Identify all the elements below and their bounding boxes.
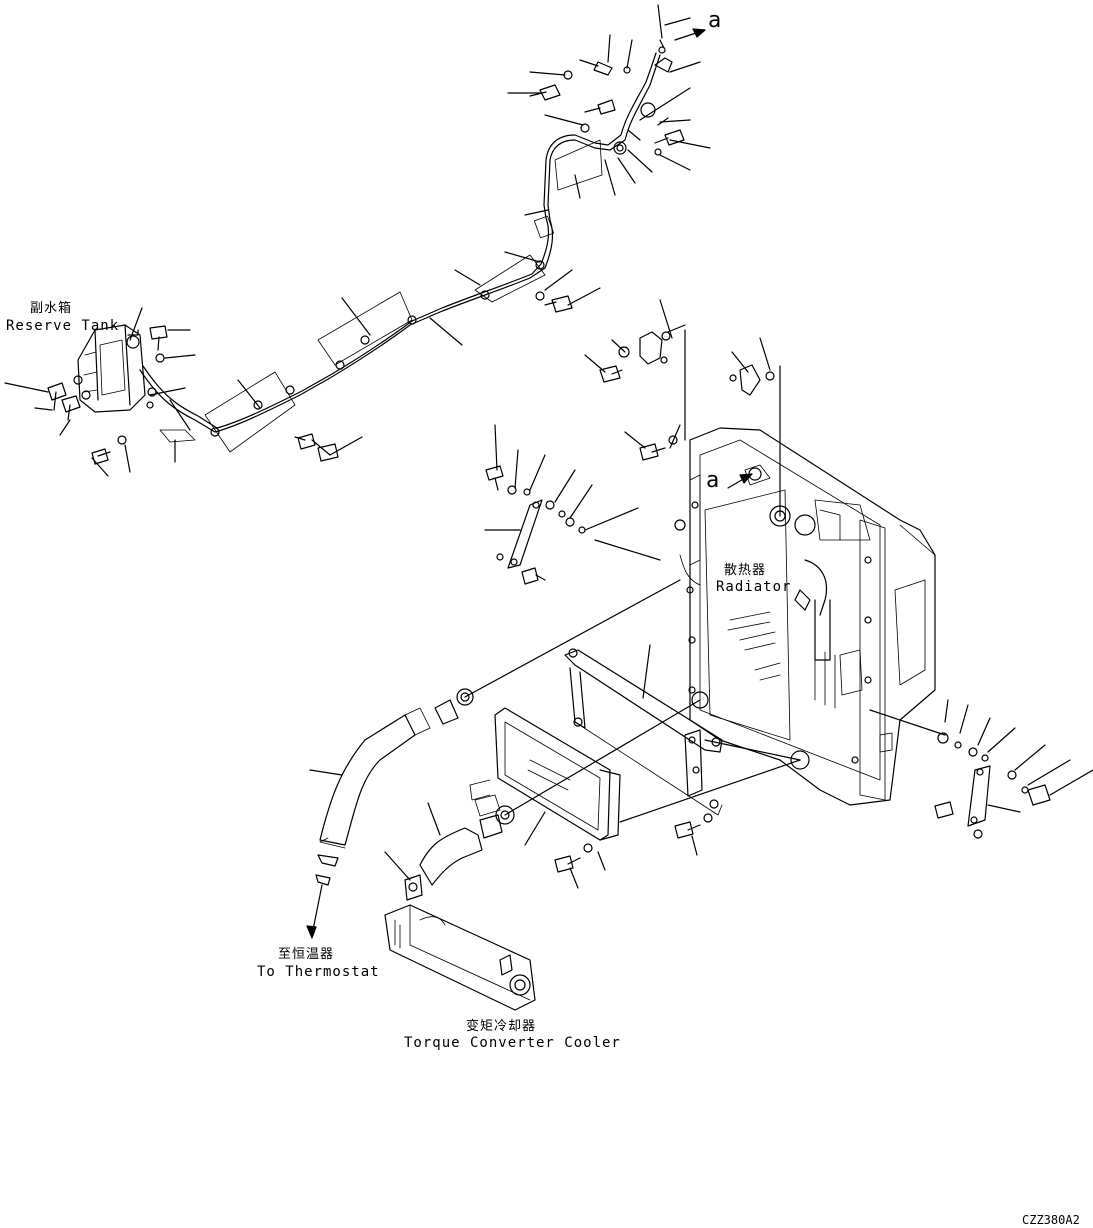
torque-converter-cooler-label-en: Torque Converter Cooler bbox=[404, 1035, 621, 1051]
overflow-hose bbox=[139, 52, 661, 453]
radiator-label-en: Radiator bbox=[716, 579, 792, 595]
reserve-tank-label-cn: 副水箱 bbox=[30, 301, 73, 316]
reference-letter-top: a bbox=[708, 8, 722, 33]
torque-converter-cooler-body bbox=[384, 874, 536, 1011]
reference-letter-radiator: a bbox=[706, 468, 720, 493]
ref-arrow-mid bbox=[727, 473, 753, 489]
left-stay bbox=[485, 465, 586, 585]
thermostat-arrow bbox=[306, 884, 323, 939]
upper-bracket-group bbox=[599, 331, 775, 461]
radiator-label-cn: 散热器 bbox=[724, 563, 767, 578]
thermostat-label-en: To Thermostat bbox=[257, 964, 380, 980]
radiator-body bbox=[674, 427, 936, 806]
reserve-tank-label-en: Reserve Tank bbox=[6, 318, 120, 334]
oil-cooler bbox=[494, 648, 723, 873]
drawing-code: CZZ380A2 bbox=[1022, 1213, 1080, 1227]
torque-converter-cooler-label-cn: 变矩冷却器 bbox=[466, 1019, 537, 1034]
radiator-hose bbox=[315, 688, 474, 886]
thermostat-label-cn: 至恒温器 bbox=[278, 947, 335, 962]
cooler-hose bbox=[419, 779, 515, 886]
ref-arrow-top bbox=[674, 28, 706, 41]
right-stay bbox=[934, 732, 1051, 839]
top-fittings bbox=[529, 39, 685, 313]
reserve-tank bbox=[47, 324, 339, 465]
leader-lines bbox=[4, 4, 1093, 889]
